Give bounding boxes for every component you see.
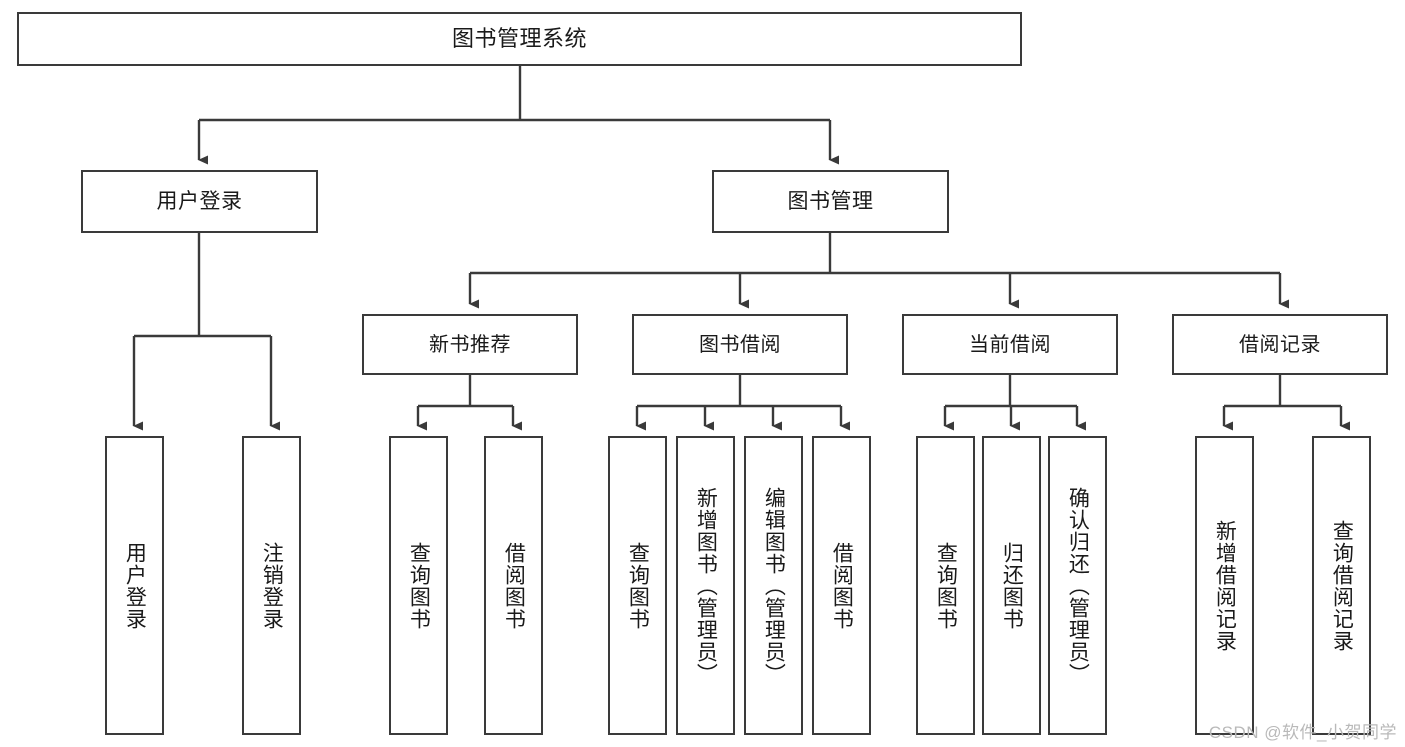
node-label: 新书推荐 xyxy=(429,333,511,356)
leaf-borrow-query-book[interactable]: 查询图书 xyxy=(608,436,667,735)
leaf-recommend-query-book[interactable]: 查询图书 xyxy=(389,436,448,735)
node-label: 图书管理系统 xyxy=(451,25,587,51)
node-label: 新增借阅记录 xyxy=(1213,519,1237,652)
leaf-borrow-add-book-admin[interactable]: 新增图书（管理员） xyxy=(676,436,735,735)
node-borrow-record[interactable]: 借阅记录 xyxy=(1172,314,1388,375)
leaf-current-return-book[interactable]: 归还图书 xyxy=(982,436,1041,735)
node-book-borrow[interactable]: 图书借阅 xyxy=(632,314,848,375)
node-root-system[interactable]: 图书管理系统 xyxy=(17,12,1022,66)
leaf-recommend-borrow-book[interactable]: 借阅图书 xyxy=(484,436,543,735)
node-label: 借阅图书 xyxy=(830,541,854,630)
node-label: 借阅记录 xyxy=(1239,333,1321,356)
node-label: 查询借阅记录 xyxy=(1330,519,1354,652)
node-label: 查询图书 xyxy=(626,541,650,630)
leaf-borrow-borrow-book[interactable]: 借阅图书 xyxy=(812,436,871,735)
node-user-login[interactable]: 用户登录 xyxy=(81,170,318,233)
leaf-record-add-borrow-record[interactable]: 新增借阅记录 xyxy=(1195,436,1254,735)
leaf-user-login[interactable]: 用户登录 xyxy=(105,436,164,735)
node-label: 图书借阅 xyxy=(699,333,781,356)
node-book-management[interactable]: 图书管理 xyxy=(712,170,949,233)
node-label: 注销登录 xyxy=(260,541,284,630)
node-label: 确认归还（管理员） xyxy=(1066,486,1090,685)
watermark-text: CSDN @软件_小贺同学 xyxy=(1208,723,1397,742)
leaf-current-query-book[interactable]: 查询图书 xyxy=(916,436,975,735)
node-new-book-recommend[interactable]: 新书推荐 xyxy=(362,314,578,375)
node-label: 查询图书 xyxy=(407,541,431,630)
node-current-borrow[interactable]: 当前借阅 xyxy=(902,314,1118,375)
leaf-borrow-edit-book-admin[interactable]: 编辑图书（管理员） xyxy=(744,436,803,735)
node-label: 编辑图书（管理员） xyxy=(762,486,786,685)
node-label: 用户登录 xyxy=(156,189,243,213)
node-label: 新增图书（管理员） xyxy=(694,486,718,685)
node-label: 用户登录 xyxy=(123,541,147,630)
leaf-user-logout[interactable]: 注销登录 xyxy=(242,436,301,735)
leaf-record-query-borrow-record[interactable]: 查询借阅记录 xyxy=(1312,436,1371,735)
node-label: 归还图书 xyxy=(1000,541,1024,630)
leaf-current-confirm-return-admin[interactable]: 确认归还（管理员） xyxy=(1048,436,1107,735)
node-label: 当前借阅 xyxy=(969,333,1051,356)
node-label: 查询图书 xyxy=(934,541,958,630)
node-label: 图书管理 xyxy=(787,189,874,213)
node-label: 借阅图书 xyxy=(502,541,526,630)
